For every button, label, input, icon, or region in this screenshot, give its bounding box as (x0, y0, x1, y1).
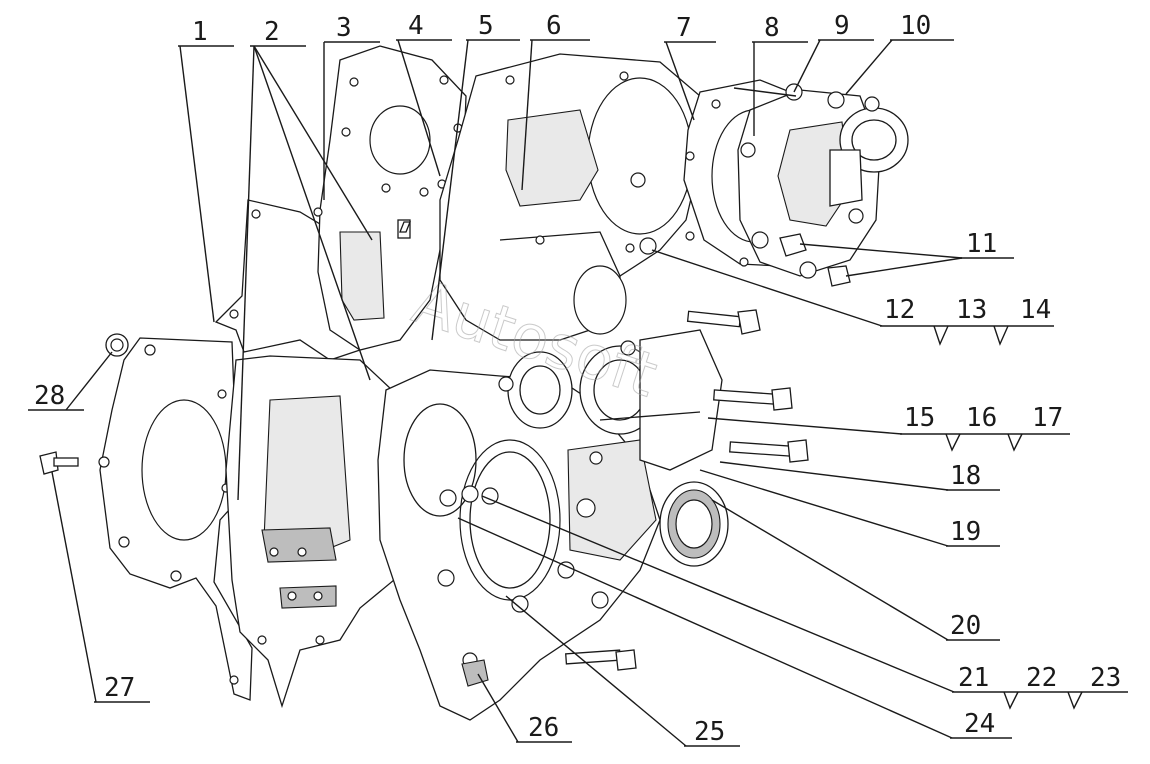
water-pump-drawing (733, 83, 909, 279)
callout-24: 24 (964, 709, 995, 739)
front-gasket-drawing (98, 337, 253, 701)
callout-11: 11 (966, 229, 997, 259)
callout-23: 23 (1090, 663, 1121, 693)
callout-19: 19 (950, 517, 981, 547)
callout-21: 21 (958, 663, 989, 693)
callout-8: 8 (764, 13, 780, 43)
callout-18: 18 (950, 461, 981, 491)
callout-25: 25 (694, 717, 725, 747)
callout-4: 4 (408, 11, 424, 41)
leader-lines (28, 39, 1128, 747)
pulley-drawing (498, 329, 723, 471)
callout-numbers: 1 2 3 4 5 6 7 8 9 10 11 12 13 14 15 16 1… (34, 11, 1121, 747)
callout-2: 2 (264, 17, 280, 47)
callout-3: 3 (336, 13, 352, 43)
upper-gasket-drawing (313, 45, 467, 351)
callout-15: 15 (904, 403, 935, 433)
callout-20: 20 (950, 611, 981, 641)
callout-1: 1 (192, 17, 208, 47)
callout-6: 6 (546, 11, 562, 41)
callout-14: 14 (1020, 295, 1051, 325)
callout-10: 10 (900, 11, 931, 41)
callout-13: 13 (956, 295, 987, 325)
callout-26: 26 (528, 713, 559, 743)
callout-9: 9 (834, 11, 850, 41)
callout-17: 17 (1032, 403, 1063, 433)
callout-7: 7 (676, 13, 692, 43)
nut-and-bolt-drawing (39, 333, 129, 475)
oil-seal-drawing (659, 481, 729, 567)
callout-5: 5 (478, 11, 494, 41)
callout-28: 28 (34, 381, 65, 411)
callout-27: 27 (104, 673, 135, 703)
loose-bolts-drawing (399, 221, 809, 671)
callout-16: 16 (966, 403, 997, 433)
callout-12: 12 (884, 295, 915, 325)
callout-22: 22 (1026, 663, 1057, 693)
